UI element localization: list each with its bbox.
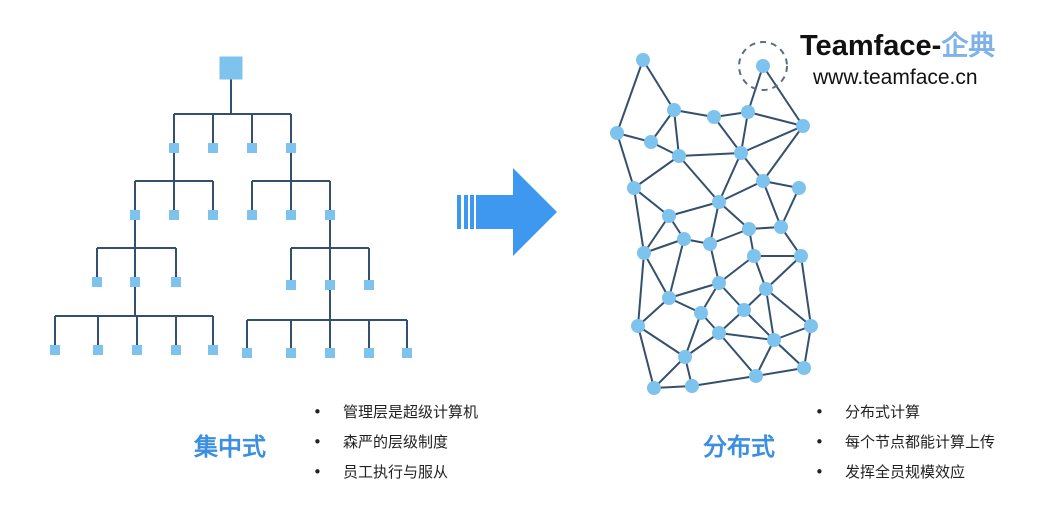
tree-node: [130, 277, 140, 287]
tree-node: [242, 348, 252, 358]
tree-node: [171, 277, 181, 287]
network-node: [797, 361, 811, 375]
network-node: [707, 110, 721, 124]
tree-node: [325, 348, 335, 358]
list-item: 每个节点都能计算上传: [815, 427, 995, 457]
network-node: [678, 350, 692, 364]
network-node: [742, 222, 756, 236]
network-node: [672, 149, 686, 163]
network-node: [759, 282, 773, 296]
network-node: [756, 59, 770, 73]
distributed-label: 分布式: [703, 433, 775, 461]
tree-node: [325, 280, 335, 290]
list-item: 森严的层级制度: [313, 427, 478, 457]
network-node: [647, 381, 661, 395]
tree-node: [208, 210, 218, 220]
network-node: [749, 369, 763, 383]
list-item: 分布式计算: [815, 397, 995, 427]
tree-node: [286, 280, 296, 290]
network-node: [767, 333, 781, 347]
network-node: [712, 326, 726, 340]
tree-node: [132, 345, 142, 355]
network-node: [631, 319, 645, 333]
network-node: [794, 249, 808, 263]
tree-node: [130, 210, 140, 220]
tree-node: [247, 210, 257, 220]
network-node: [792, 181, 806, 195]
tree-node: [208, 345, 218, 355]
centralized-bullet-list: 管理层是超级计算机 森严的层级制度 员工执行与服从: [313, 397, 478, 487]
brand-url: www.teamface.cn: [813, 66, 978, 89]
tree-node: [92, 277, 102, 287]
network-node: [662, 209, 676, 223]
network-node: [734, 146, 748, 160]
tree-node: [364, 280, 374, 290]
tree-node: [364, 348, 374, 358]
network-node: [741, 105, 755, 119]
network-nodes: [610, 53, 818, 395]
network-node: [712, 276, 726, 290]
network-node: [796, 119, 810, 133]
tree-node: [402, 348, 412, 358]
tree-node: [50, 345, 60, 355]
tree-node: [219, 56, 243, 80]
network-node: [644, 135, 658, 149]
highlight-circle-icon: [738, 41, 788, 91]
network-node: [694, 306, 708, 320]
tree-node: [247, 143, 257, 153]
network-node: [677, 232, 691, 246]
tree-node: [171, 345, 181, 355]
network-node: [804, 319, 818, 333]
hierarchy-tree-nodes: [50, 56, 412, 358]
right-arrow-icon: [457, 168, 557, 256]
network-edges: [616, 59, 812, 389]
tree-node: [93, 345, 103, 355]
network-node: [703, 237, 717, 251]
network-node: [667, 103, 681, 117]
network-node: [747, 249, 761, 263]
list-item: 管理层是超级计算机: [313, 397, 478, 427]
network-node: [774, 220, 788, 234]
network-node: [756, 174, 770, 188]
tree-node: [286, 143, 296, 153]
tree-node: [169, 210, 179, 220]
tree-node: [286, 348, 296, 358]
network-node: [637, 246, 651, 260]
tree-node: [286, 210, 296, 220]
list-item: 员工执行与服从: [313, 457, 478, 487]
list-item: 发挥全员规模效应: [815, 457, 995, 487]
distributed-bullet-list: 分布式计算 每个节点都能计算上传 发挥全员规模效应: [815, 397, 995, 487]
network-node: [636, 53, 650, 67]
hierarchy-tree-edges: [54, 79, 408, 353]
brand-name-cn: 企典: [941, 31, 996, 62]
brand-watermark: Teamface-企典 www.teamface.cn: [800, 28, 1040, 91]
network-node: [627, 181, 641, 195]
brand-title: Teamface-企典: [800, 28, 1040, 65]
network-node: [662, 291, 676, 305]
network-node: [610, 126, 624, 140]
tree-node: [325, 210, 335, 220]
network-node: [712, 195, 726, 209]
tree-node: [169, 143, 179, 153]
centralized-label: 集中式: [194, 433, 266, 461]
tree-node: [208, 143, 218, 153]
network-node: [685, 379, 699, 393]
brand-name: Teamface-: [800, 30, 942, 62]
network-node: [737, 303, 751, 317]
